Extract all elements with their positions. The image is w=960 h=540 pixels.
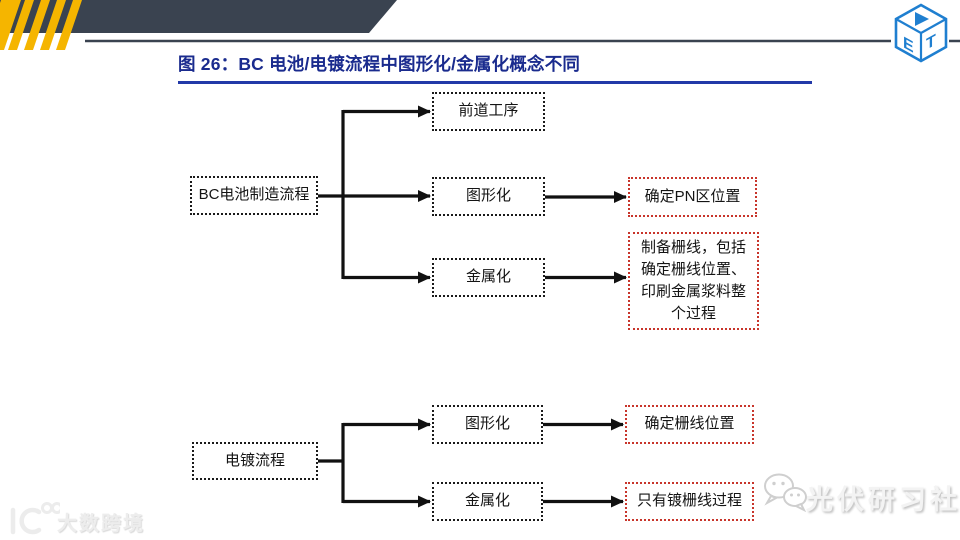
result-plating-only: 只有镀栅线过程 bbox=[625, 482, 754, 521]
result-pn-location: 确定PN区位置 bbox=[628, 177, 757, 217]
result-gridline-preparation: 制备栅线，包括确定栅线位置、印刷金属浆料整个过程 bbox=[628, 232, 759, 330]
bottom-left-watermark-text: 大数跨境 bbox=[57, 513, 145, 535]
header-decoration bbox=[0, 0, 960, 50]
node-patterning-1: 图形化 bbox=[432, 177, 545, 216]
play-icon bbox=[915, 12, 929, 26]
node-front-end-step: 前道工序 bbox=[432, 92, 545, 131]
header-dark-band bbox=[0, 0, 397, 33]
header-yellow-stripes bbox=[0, 0, 82, 50]
wechat-icon bbox=[764, 473, 807, 512]
cube-logo: E T bbox=[894, 3, 948, 63]
figure-title-block: 图 26：BC 电池/电镀流程中图形化/金属化概念不同 bbox=[178, 51, 812, 84]
node-electroplating-process: 电镀流程 bbox=[192, 442, 318, 480]
logo-letter-right: T bbox=[926, 29, 936, 53]
chart2-connectors bbox=[318, 418, 624, 508]
chart1-connectors bbox=[318, 105, 627, 284]
node-metallization-1: 金属化 bbox=[432, 258, 545, 297]
figure-title: 图 26：BC 电池/电镀流程中图形化/金属化概念不同 bbox=[178, 54, 581, 74]
node-metallization-2: 金属化 bbox=[432, 482, 543, 521]
logo-letter-left: E bbox=[903, 32, 914, 57]
node-bc-cell-process: BC电池制造流程 bbox=[190, 176, 318, 215]
cube-logo-edges bbox=[895, 18, 947, 61]
bottom-left-watermark-icon bbox=[10, 502, 60, 535]
node-patterning-2: 图形化 bbox=[432, 405, 543, 444]
result-gridline-location: 确定栅线位置 bbox=[625, 405, 754, 444]
bottom-right-watermark-text: 光伏研习社 bbox=[806, 485, 960, 515]
